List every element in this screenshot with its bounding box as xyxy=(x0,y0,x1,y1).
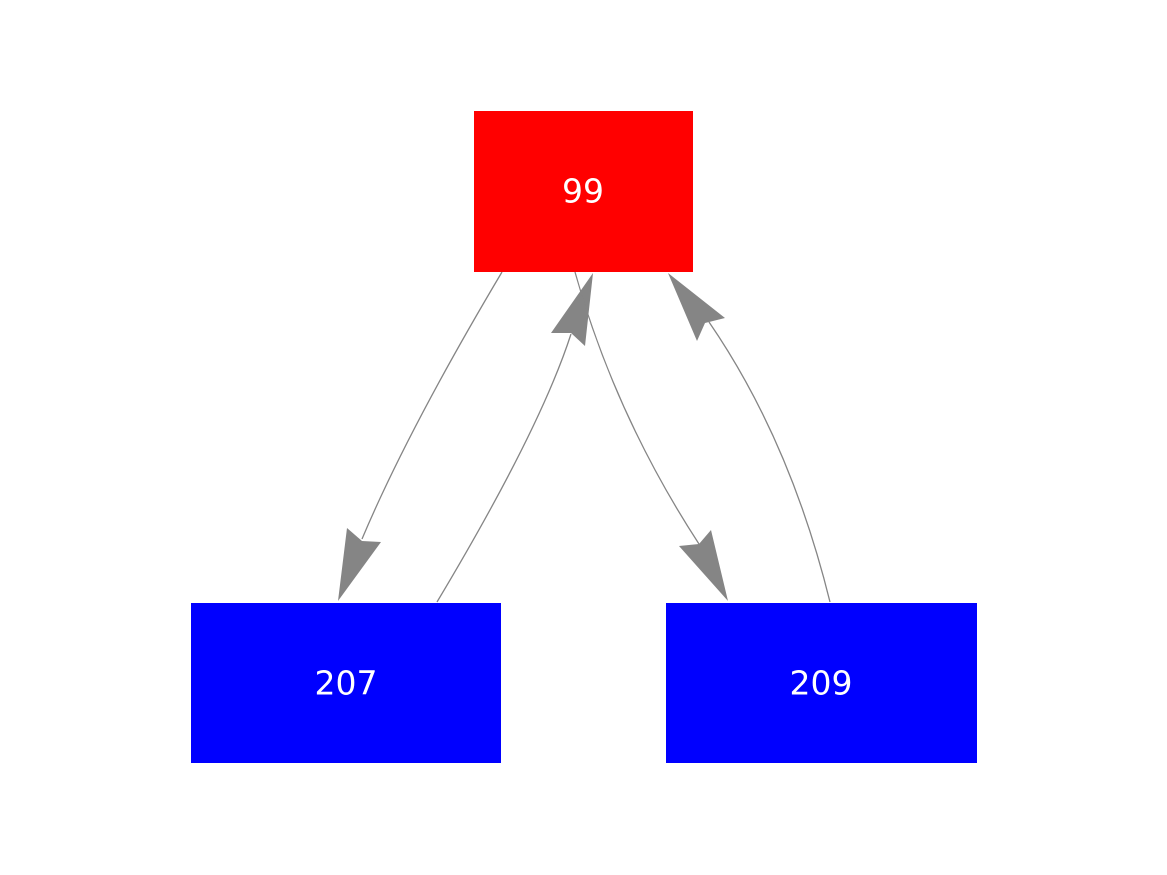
node-207-box xyxy=(191,603,501,763)
edge-99-209 xyxy=(574,271,728,601)
edge-207-99-arrowhead xyxy=(551,273,593,346)
node-99-label: 99 xyxy=(562,172,604,211)
edge-209-99 xyxy=(668,273,831,603)
edge-207-99 xyxy=(436,273,593,603)
edge-209-99-line xyxy=(708,321,831,603)
edge-99-207-arrowhead xyxy=(338,528,381,601)
edge-99-207-line xyxy=(361,271,503,540)
node-209-box xyxy=(666,603,977,763)
edge-99-209-line xyxy=(574,271,700,545)
node-99-box xyxy=(474,111,693,272)
node-207-label: 207 xyxy=(315,664,378,703)
node-207: 207 xyxy=(191,603,501,763)
edge-99-207 xyxy=(338,271,503,601)
node-209: 209 xyxy=(666,603,977,763)
node-99: 99 xyxy=(474,111,693,272)
edge-209-99-arrowhead xyxy=(668,273,725,341)
node-209-label: 209 xyxy=(790,664,853,703)
edge-207-99-line xyxy=(436,333,572,603)
edge-99-209-arrowhead xyxy=(679,530,728,601)
